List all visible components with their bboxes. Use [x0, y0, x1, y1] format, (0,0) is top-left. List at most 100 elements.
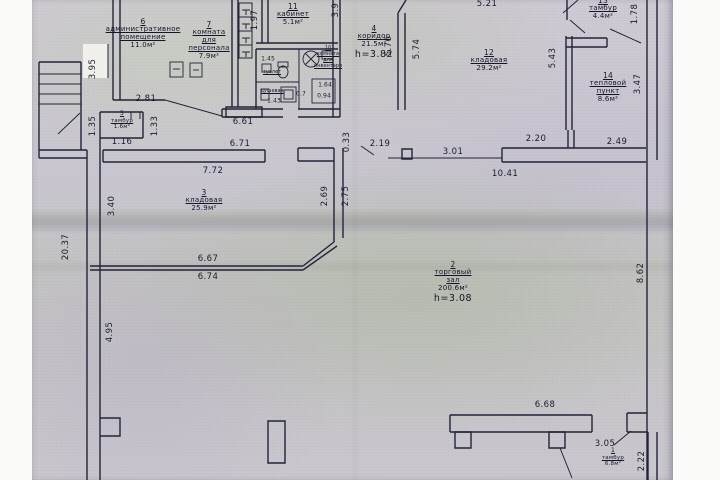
white-patch — [83, 44, 108, 78]
room-name-line: инвентаря — [314, 63, 342, 69]
room-name-line: административное — [105, 25, 181, 34]
room-name-line: тепловой — [589, 79, 627, 88]
thin-lines — [39, 0, 642, 479]
dimension-label: 0.33 — [342, 131, 352, 153]
room-number: 13 — [597, 0, 609, 5]
dimension-label: 1.45 — [261, 55, 275, 63]
room-name-line: комната — [192, 28, 226, 37]
room-name-line: для — [323, 57, 333, 63]
room-number: 3 — [201, 188, 207, 197]
room-name-line: туалет — [262, 69, 282, 75]
dimension-label: 0.7 — [296, 90, 306, 98]
room-area: 5.1м² — [282, 18, 304, 27]
room-name-line: тамбур — [110, 117, 134, 124]
dimension-label: 3.47 — [633, 73, 643, 95]
fixtures — [169, 50, 336, 104]
toilet-tank-icon — [277, 61, 289, 68]
dimension-label: 1.16 — [111, 137, 133, 147]
dimension-label: 6.74 — [197, 272, 219, 282]
room-name-line: зал — [446, 276, 460, 285]
room-number: 5 — [119, 110, 125, 117]
dimension-label: 10.41 — [491, 169, 519, 179]
dimension-label: 1.64 — [318, 81, 332, 89]
sink-icon — [261, 63, 272, 73]
room-area: 11.0м² — [130, 41, 156, 50]
room-name-line: кладовая — [185, 196, 223, 205]
room-area: 8.6м² — [597, 95, 619, 104]
room-name-line: помещение — [120, 33, 166, 42]
dimension-label: 3.05 — [594, 439, 616, 449]
room-name-line: комната — [316, 51, 340, 57]
dimension-label: 5.21 — [476, 0, 498, 9]
room-number: 11 — [287, 2, 299, 11]
room-number: 2 — [450, 260, 456, 269]
room-area: 4.4м² — [592, 12, 614, 21]
dimension-label: 2.75 — [341, 185, 351, 207]
room-number: 14 — [602, 71, 614, 80]
walls — [38, 0, 658, 480]
room-name-line: тамбур — [588, 4, 618, 13]
room-area: 200.6м² — [438, 284, 468, 293]
room-area: 1.6м² — [113, 124, 131, 131]
room-name-line: душевая — [260, 88, 284, 94]
room-name-line: персонала — [188, 44, 230, 53]
dimension-label: 2.20 — [525, 134, 547, 144]
dimension-label: 6.68 — [534, 400, 556, 410]
shower-tray-icon — [280, 86, 297, 103]
room-number: 10 — [324, 45, 332, 51]
room-number: 4 — [371, 24, 377, 33]
room-number: 1 — [610, 447, 616, 454]
dimension-label: 1.43 — [267, 97, 281, 105]
room-name-line: торговый — [434, 268, 472, 277]
dimension-label: 5.74 — [412, 38, 422, 60]
room-area: 21.5м² — [361, 40, 387, 49]
toilet-icon — [277, 65, 289, 79]
dimension-label: 6.61 — [232, 117, 254, 127]
room-number: 6 — [140, 17, 146, 26]
room-area: 29.2м² — [476, 64, 502, 73]
room-name-line: тамбур — [601, 454, 625, 461]
room-label-8: душевая — [260, 88, 283, 94]
fold-crease — [350, 0, 360, 480]
room-name-line: пункт — [596, 87, 620, 96]
floor-drain-icon — [302, 50, 320, 68]
dimension-label: 2.49 — [606, 137, 628, 147]
dimension-label: 1.78 — [630, 3, 640, 25]
room-height-note: h=3.82 — [354, 49, 394, 61]
room-number: 12 — [483, 48, 495, 57]
dimension-label: 7.72 — [202, 166, 224, 176]
dimension-label: 1.97 — [250, 9, 260, 31]
dimension-label: 2.69 — [320, 185, 330, 207]
room-number: 7 — [206, 20, 212, 29]
dimension-label: 6.71 — [229, 139, 251, 149]
dimension-label: 6.67 — [197, 254, 219, 264]
room-area: 25.9м² — [191, 204, 217, 213]
dimension-label: 2.22 — [637, 450, 647, 472]
dimension-label: 1.33 — [150, 115, 160, 137]
dimension-label: 3.40 — [107, 195, 117, 217]
dimension-label: 3.01 — [442, 147, 464, 157]
room-name-line: коридор — [357, 32, 391, 41]
dimension-label: 20.37 — [61, 233, 71, 261]
dimension-label: 3.9 — [331, 2, 341, 18]
room-label-9: туалет — [263, 69, 281, 75]
dimension-label: 5.43 — [548, 47, 558, 69]
dimension-label: 1.35 — [88, 115, 98, 137]
fold-crease — [32, 208, 673, 234]
dimension-label: 4.95 — [105, 321, 115, 343]
room-name-line: кабинет — [276, 10, 310, 19]
